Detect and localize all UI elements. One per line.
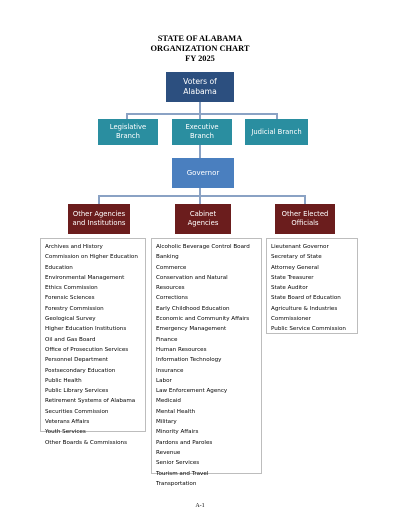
list-item: State Board of Education — [271, 295, 341, 302]
connector-voters-down — [199, 102, 201, 114]
list-item: Higher Education Institutions — [45, 326, 127, 333]
legislative-label-line-1: Legislative — [109, 123, 147, 131]
list-item: Pardons and Paroles — [156, 439, 213, 446]
chart-title-line-2: ORGANIZATION CHART — [150, 44, 250, 53]
cabinet-agencies-list-panel: Alcoholic Beverage Control Board Banking… — [151, 238, 262, 487]
chart-title-line-3: FY 2025 — [185, 54, 215, 63]
list-item: Commission on Higher Education — [45, 254, 138, 261]
list-item: Ethics Commission — [45, 285, 98, 292]
connector-governor-down — [199, 188, 201, 196]
list-item: State Auditor — [271, 285, 308, 292]
list-item: Securities Commission — [45, 408, 109, 415]
list-item: Forensic Sciences — [45, 295, 95, 302]
governor-box: Governor — [172, 158, 234, 188]
connector-executive-to-governor — [199, 145, 201, 158]
list-item: Personnel Department — [45, 357, 108, 364]
other-agencies-box: Other Agencies and Institutions — [68, 204, 130, 234]
list-item: Secretary of State — [271, 254, 322, 261]
list-item: Early Childhood Education — [156, 305, 230, 312]
chart-title-line-1: STATE OF ALABAMA — [157, 34, 243, 43]
connector-groups-horizontal — [98, 195, 306, 197]
list-item: Education — [45, 264, 73, 271]
list-item: Oil and Gas Board — [45, 336, 96, 343]
list-item: Postsecondary Education — [45, 367, 116, 374]
list-item: Emergency Management — [156, 326, 227, 333]
connector-to-legislative — [126, 113, 128, 119]
list-item: Senior Services — [156, 460, 200, 467]
list-item: Forestry Commission — [45, 305, 104, 312]
connector-to-judicial — [276, 113, 278, 119]
cabinet-agencies-list: Alcoholic Beverage Control Board Banking… — [156, 242, 261, 489]
list-item: Labor — [156, 377, 172, 384]
connector-to-executive — [199, 113, 201, 119]
executive-branch-box: Executive Branch — [172, 119, 232, 145]
list-item: Environmental Management — [45, 274, 125, 281]
list-item: Military — [156, 419, 177, 426]
list-item: Economic and Community Affairs — [156, 316, 250, 323]
connector-to-cabinet — [199, 195, 201, 204]
list-item: Commissioner — [271, 316, 311, 323]
list-item: Minority Affairs — [156, 429, 199, 436]
other-elected-officials-box: Other Elected Officials — [275, 204, 335, 234]
list-item: Alcoholic Beverage Control Board — [156, 244, 250, 250]
list-item: Insurance — [156, 367, 184, 374]
list-item: Conservation and Natural — [156, 274, 228, 281]
list-item: Commerce — [156, 264, 187, 271]
voters-label-line-2: Alabama — [183, 87, 217, 96]
list-item: Public Service Commission — [271, 326, 346, 333]
page-number: A-1 — [195, 503, 205, 509]
elected-label-line-2: Officials — [291, 219, 319, 227]
judicial-label: Judicial Branch — [251, 128, 302, 136]
list-item: Revenue — [156, 449, 181, 456]
other-agencies-list-panel: Archives and History Commission on Highe… — [40, 238, 146, 446]
other-elected-officials-list-panel: Lieutenant Governor Secretary of State A… — [266, 238, 358, 334]
other-agencies-list: Archives and History Commission on Highe… — [45, 242, 145, 448]
other-agencies-label-line-2: and Institutions — [72, 219, 126, 227]
cabinet-label-line-1: Cabinet — [189, 210, 217, 218]
list-item: Medicaid — [156, 398, 181, 405]
cabinet-label-line-2: Agencies — [187, 219, 219, 227]
list-item: Attorney General — [271, 264, 319, 271]
list-item: Information Technology — [156, 357, 222, 364]
list-item: Public Library Services — [45, 388, 109, 395]
voters-box: Voters of Alabama — [166, 72, 234, 102]
list-item: Human Resources — [156, 346, 207, 353]
voters-label-line-1: Voters of — [183, 77, 217, 86]
executive-label-line-2: Branch — [190, 132, 214, 140]
list-item: Tourism and Travel — [156, 470, 209, 477]
connector-to-elected — [304, 195, 306, 204]
list-item: Law Enforcement Agency — [156, 388, 228, 395]
list-item: Agriculture & Industries — [271, 305, 338, 312]
list-item: Transportation — [156, 480, 197, 487]
executive-label-line-1: Executive — [185, 123, 219, 131]
list-item: Retirement Systems of Alabama — [45, 398, 136, 405]
list-item: Finance — [156, 336, 178, 343]
legislative-label-line-2: Branch — [116, 132, 140, 140]
list-item: Geological Survey — [45, 316, 96, 323]
other-agencies-label-line-1: Other Agencies — [72, 210, 126, 218]
cabinet-agencies-box: Cabinet Agencies — [175, 204, 231, 234]
judicial-branch-box: Judicial Branch — [245, 119, 308, 145]
list-item: Public Health — [45, 377, 82, 384]
list-item: Archives and History — [45, 244, 103, 250]
list-item: Lieutenant Governor — [271, 244, 329, 250]
connector-to-other-agencies — [98, 195, 100, 204]
legislative-branch-box: Legislative Branch — [98, 119, 158, 145]
list-item: Veterans Affairs — [45, 419, 90, 426]
governor-label: Governor — [186, 169, 220, 177]
list-item: Corrections — [156, 295, 188, 302]
list-item: Mental Health — [156, 408, 196, 415]
list-item: Other Boards & Commissions — [45, 439, 127, 446]
list-item: Office of Prosecution Services — [45, 346, 129, 353]
connector-branches-horizontal — [126, 113, 278, 115]
other-elected-officials-list: Lieutenant Governor Secretary of State A… — [271, 242, 357, 335]
list-item: Youth Services — [45, 429, 86, 436]
list-item: Resources — [156, 285, 185, 292]
list-item: State Treasurer — [271, 274, 314, 281]
list-item: Banking — [156, 254, 179, 261]
elected-label-line-1: Other Elected — [281, 210, 329, 218]
